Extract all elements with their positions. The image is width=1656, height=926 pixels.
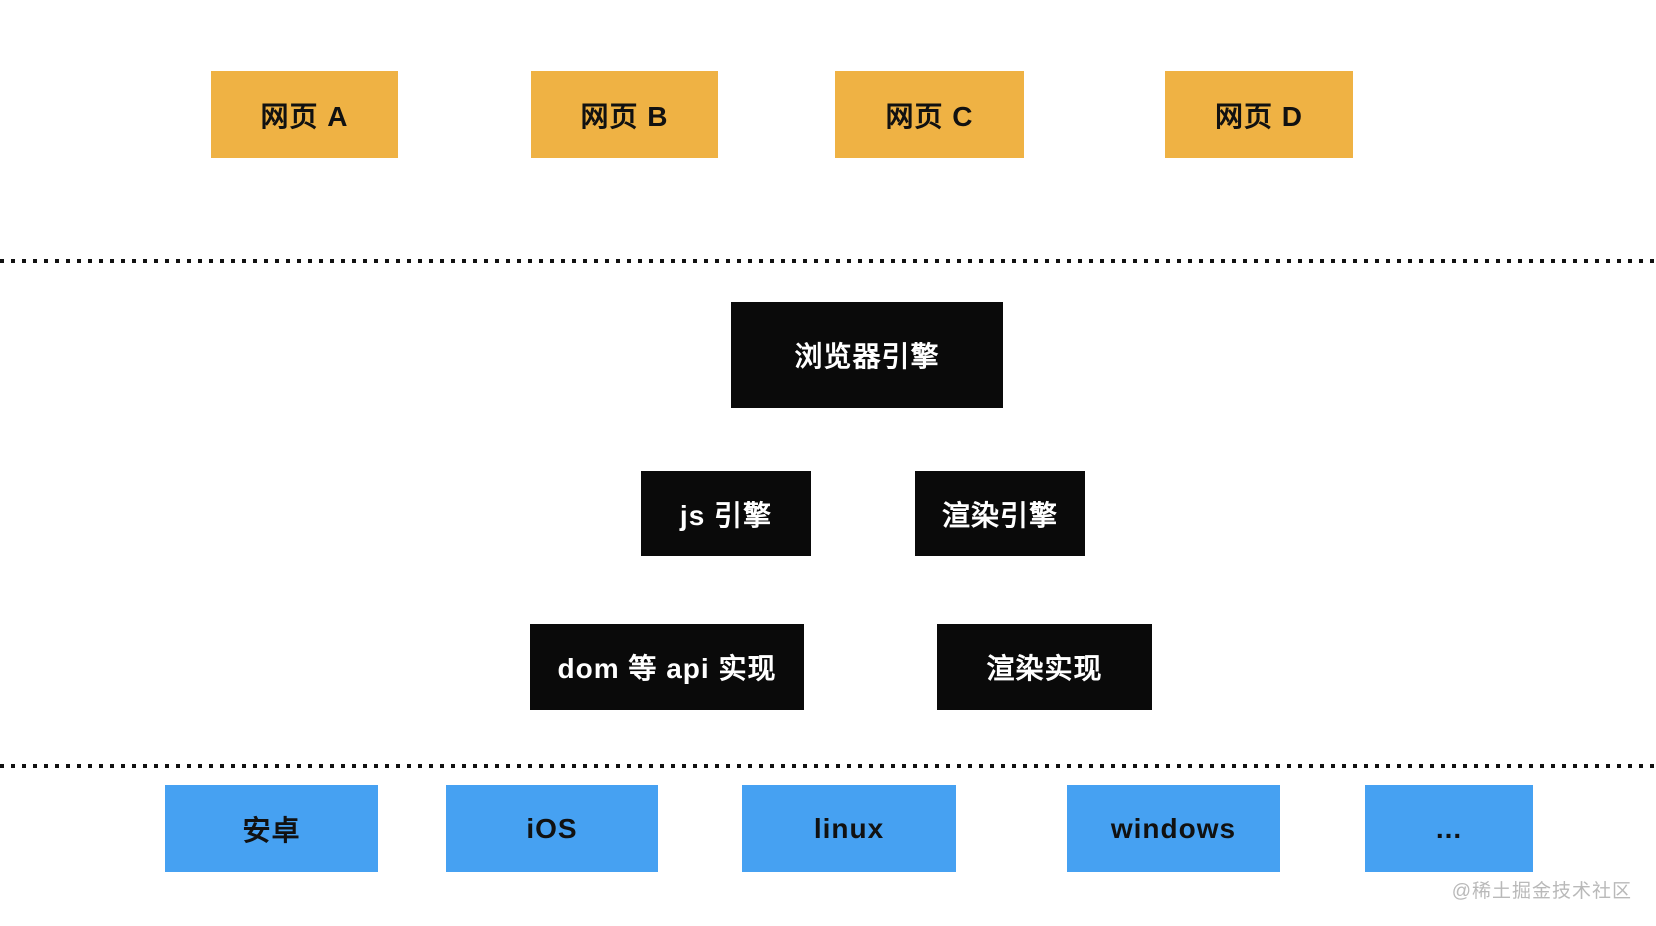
platform-more-box: ... (1365, 785, 1533, 872)
dotted-divider-top (0, 259, 1656, 263)
browser-engine-box: 浏览器引擎 (731, 302, 1003, 408)
render-impl-box: 渲染实现 (937, 624, 1152, 710)
render-engine-box: 渲染引擎 (915, 471, 1085, 556)
webpage-d-box: 网页 D (1165, 71, 1353, 158)
platform-linux-box: linux (742, 785, 956, 872)
watermark: @稀土掘金技术社区 (1451, 881, 1632, 902)
platform-android-box: 安卓 (165, 785, 378, 872)
dom-api-impl-box: dom 等 api 实现 (530, 624, 804, 710)
platform-windows-box: windows (1067, 785, 1280, 872)
platform-ios-box: iOS (446, 785, 658, 872)
webpage-a-box: 网页 A (211, 71, 398, 158)
webpage-c-box: 网页 C (835, 71, 1024, 158)
webpage-b-box: 网页 B (531, 71, 718, 158)
dotted-divider-bottom (0, 764, 1656, 768)
js-engine-box: js 引擎 (641, 471, 811, 556)
